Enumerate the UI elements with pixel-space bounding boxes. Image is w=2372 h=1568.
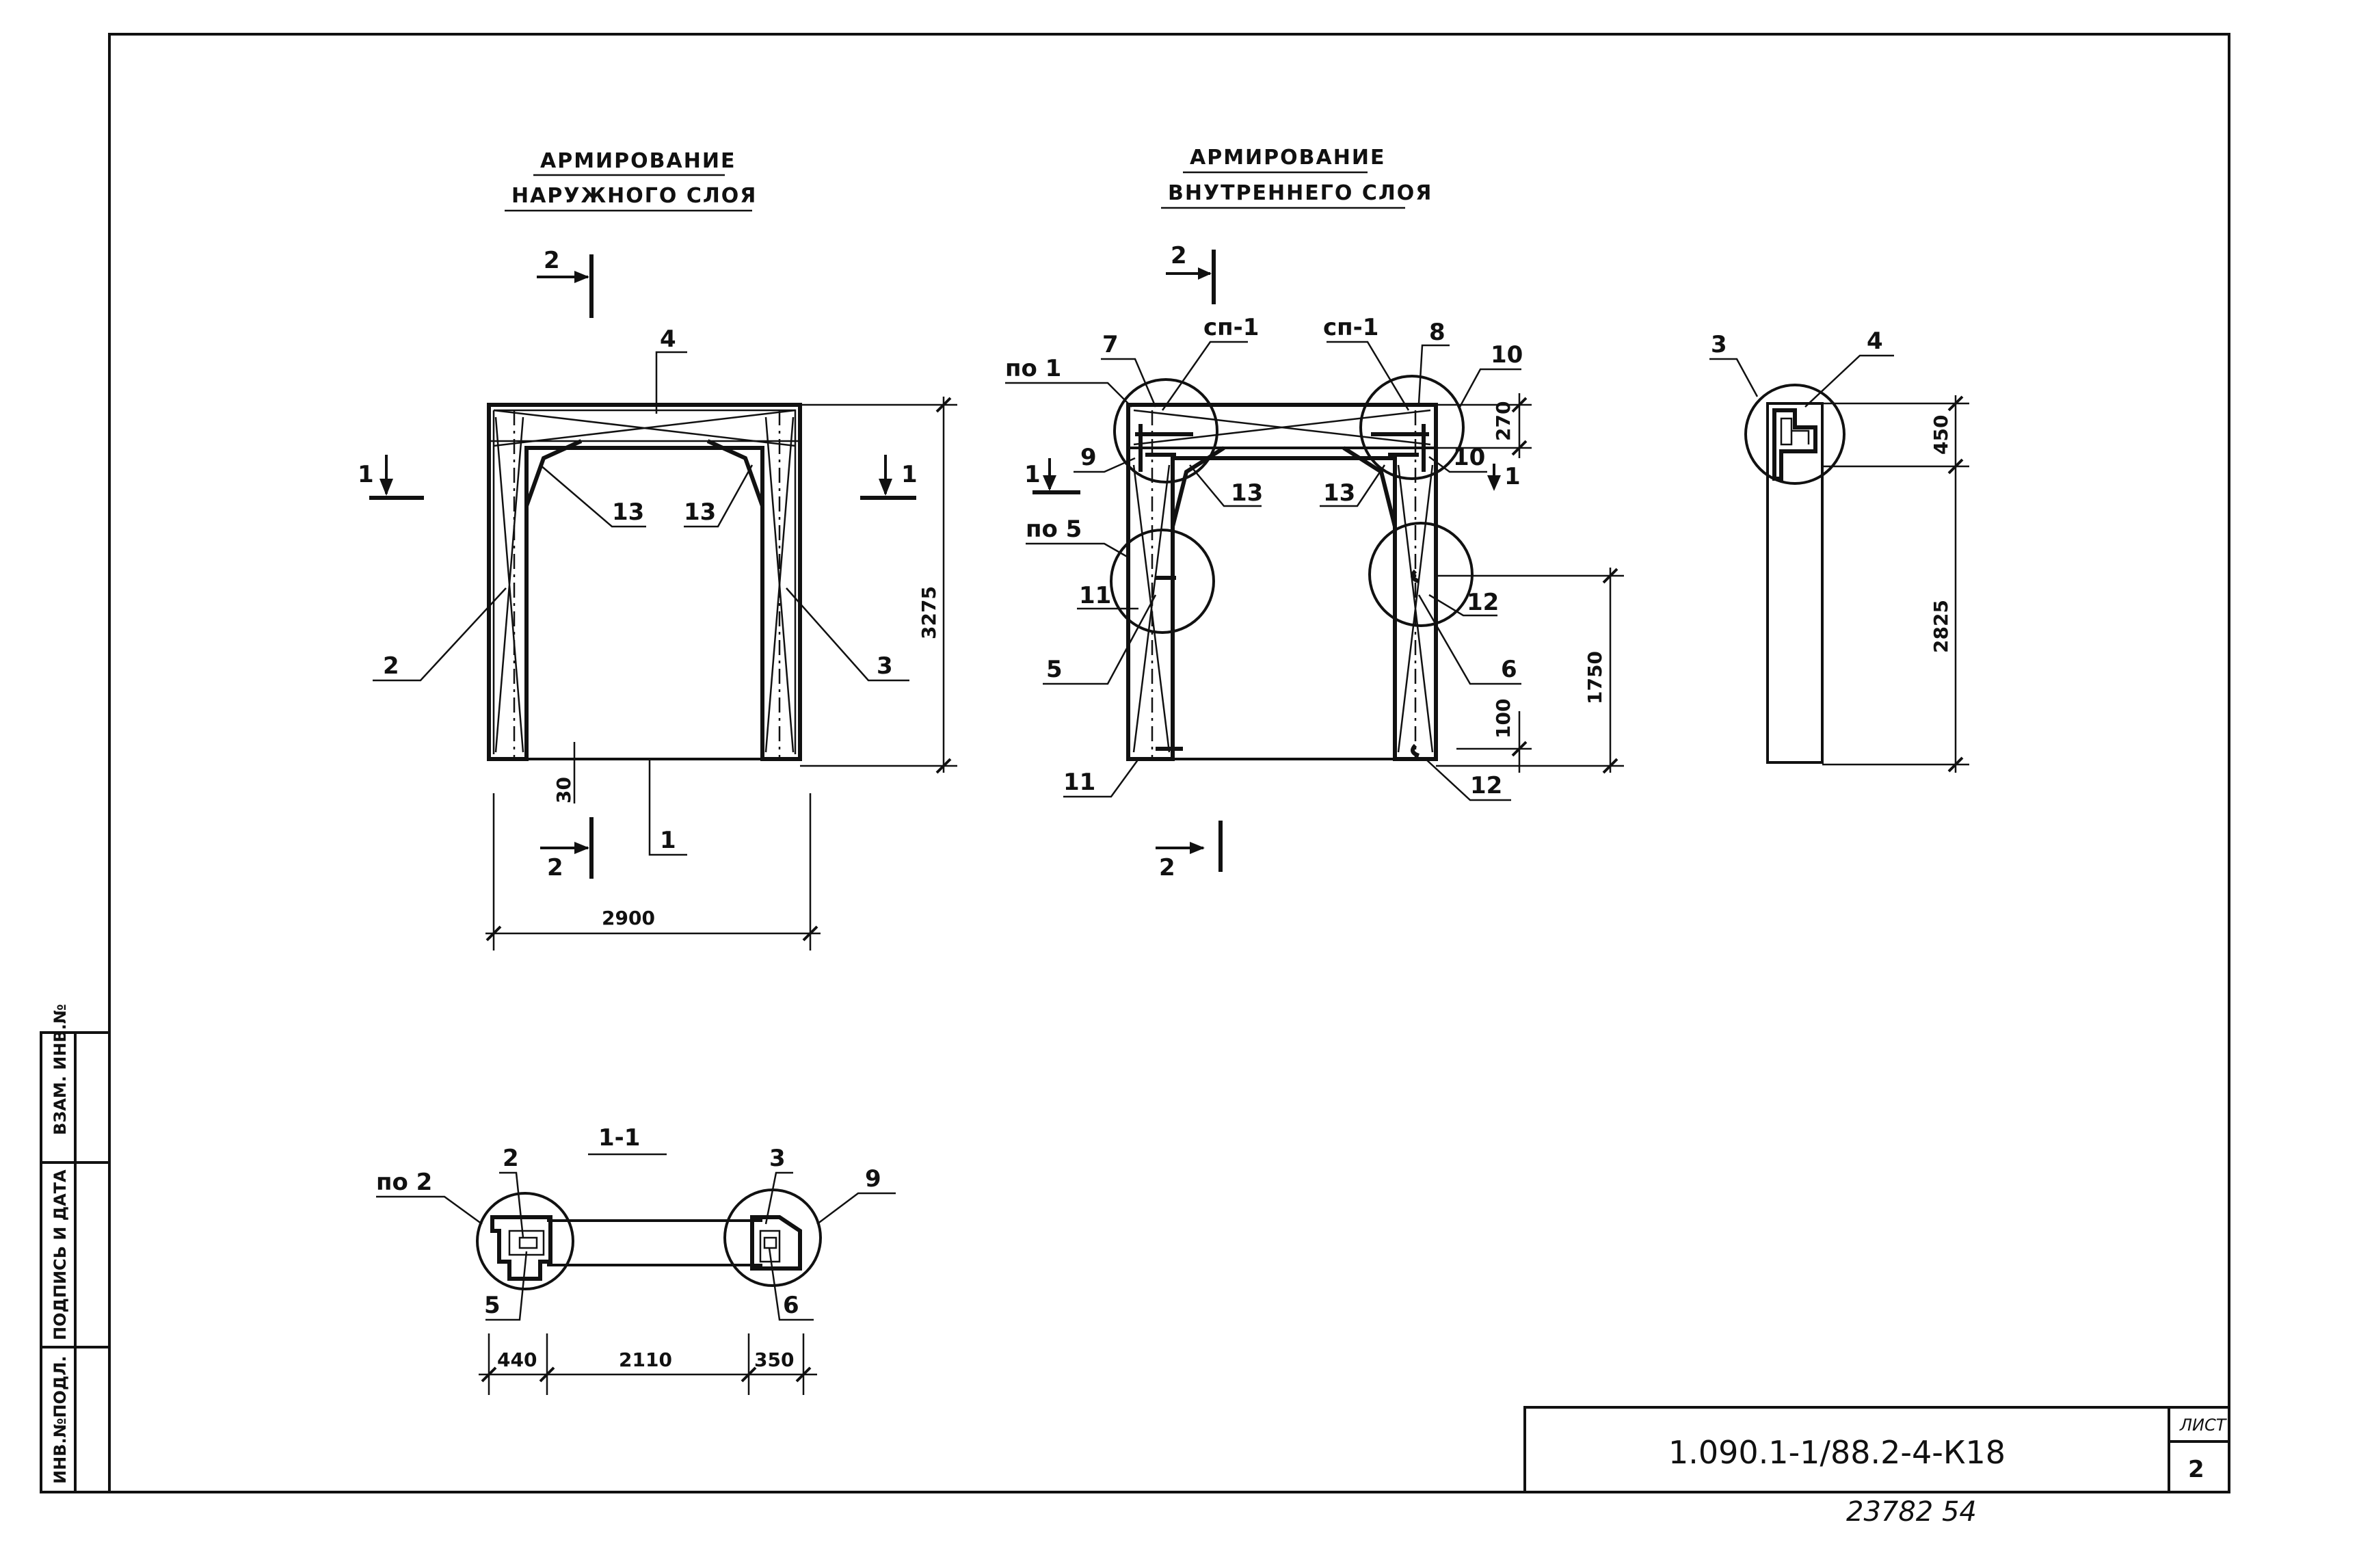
inner-mark-11-bottom: 11 (1063, 769, 1095, 796)
outer-section-1-right: 1 (901, 461, 918, 488)
outer-title-line2: НАРУЖНОГО СЛОЯ (511, 184, 757, 208)
side-dim-2825: 2825 (1930, 600, 1952, 653)
inner-mark-7: 7 (1102, 331, 1119, 358)
inner-section-1-right: 1 (1504, 463, 1521, 490)
section-mark-2: 2 (503, 1145, 519, 1172)
inner-mark-sp1-left: сп-1 (1203, 314, 1259, 341)
drawing-code: 1.090.1-1/88.2-4-К18 (1668, 1434, 2005, 1471)
outer-mark-13b: 13 (684, 499, 716, 526)
inner-layer-elevation: по 1 7 сп-1 сп-1 8 10 9 10 13 13 по 5 11… (1005, 242, 1624, 881)
section-dim-350: 350 (754, 1348, 794, 1371)
inner-title-line1: АРМИРОВАНИЕ (1190, 146, 1385, 170)
inner-section-2-top: 2 (1171, 242, 1187, 269)
outer-mark-13a: 13 (612, 499, 644, 526)
section-mark-9: 9 (865, 1165, 881, 1193)
inner-mark-5: 5 (1046, 656, 1063, 683)
inner-mark-9: 9 (1080, 444, 1097, 471)
side-elevation: 3 4 450 2825 (1709, 328, 1969, 773)
section-mark-po2: по 2 (376, 1169, 432, 1196)
inner-mark-12-top: 12 (1467, 589, 1499, 616)
sheet-frame (108, 33, 2230, 1493)
outer-mark-3: 3 (877, 652, 893, 680)
inner-mark-po1: по 1 (1005, 355, 1061, 382)
outer-section-2-top: 2 (544, 247, 560, 274)
inner-mark-13a: 13 (1231, 479, 1263, 507)
inner-mark-6: 6 (1501, 656, 1517, 683)
outer-dim-3275: 3275 (918, 586, 940, 639)
section-title: 1-1 (598, 1124, 640, 1152)
inner-mark-13b: 13 (1323, 479, 1355, 507)
sheet-number: 2 (2188, 1456, 2204, 1483)
side-stamp: ИНВ.№ПОДЛ. ПОДПИСЬ И ДАТА ВЗАМ. ИНВ.№ (40, 1004, 111, 1493)
inner-section-2-bottom: 2 (1159, 854, 1175, 881)
section-dim-440: 440 (497, 1348, 537, 1371)
section-mark-6: 6 (783, 1292, 799, 1319)
inner-mark-12-bottom: 12 (1470, 772, 1502, 799)
inner-mark-10-top: 10 (1491, 341, 1523, 369)
inner-title-line2: ВНУТРЕННЕГО СЛОЯ (1168, 181, 1432, 205)
section-dim-2110: 2110 (619, 1348, 672, 1371)
outer-mark-1: 1 (660, 827, 676, 854)
outer-section-2-bottom: 2 (547, 854, 563, 881)
section-1-1: 1-1 по 2 2 3 9 5 6 440 (376, 1124, 896, 1395)
inner-dim-100: 100 (1492, 699, 1515, 739)
stamp-sign-label: ПОДПИСЬ И ДАТА (51, 1169, 70, 1340)
side-mark-4: 4 (1867, 328, 1883, 355)
outer-dim-2900: 2900 (602, 907, 655, 929)
outer-mark-2: 2 (383, 652, 399, 680)
side-mark-3: 3 (1711, 331, 1727, 358)
outer-layer-title: АРМИРОВАНИЕ НАРУЖНОГО СЛОЯ (505, 149, 757, 212)
outer-section-1-left: 1 (358, 461, 374, 488)
archive-number: 23782 54 (1846, 1496, 1977, 1528)
side-dim-450: 450 (1930, 415, 1952, 455)
stamp-inv-label: ИНВ.№ПОДЛ. (51, 1356, 70, 1484)
outer-title-line1: АРМИРОВАНИЕ (540, 149, 736, 173)
outer-dim-30: 30 (552, 777, 575, 803)
title-block: 1.090.1-1/88.2-4-К18 ЛИСТ 2 23782 54 (1523, 1406, 2230, 1528)
inner-dim-1750: 1750 (1584, 651, 1606, 704)
inner-mark-8: 8 (1429, 319, 1445, 346)
section-mark-3: 3 (769, 1145, 786, 1172)
outer-layer-elevation: 4 13 13 2 3 1 3275 30 2900 1 1 (358, 247, 957, 951)
inner-mark-11-top: 11 (1079, 582, 1111, 609)
inner-mark-po5: по 5 (1026, 516, 1082, 543)
sheet-label: ЛИСТ (2179, 1416, 2228, 1435)
stamp-replace-label: ВЗАМ. ИНВ.№ (51, 1004, 70, 1135)
inner-dim-270: 270 (1492, 401, 1515, 441)
inner-section-1-left: 1 (1024, 461, 1041, 488)
inner-mark-sp1-right: сп-1 (1323, 314, 1378, 341)
inner-layer-title: АРМИРОВАНИЕ ВНУТРЕННЕГО СЛОЯ (1161, 146, 1432, 209)
section-mark-5: 5 (484, 1292, 501, 1319)
outer-mark-4: 4 (660, 325, 676, 353)
